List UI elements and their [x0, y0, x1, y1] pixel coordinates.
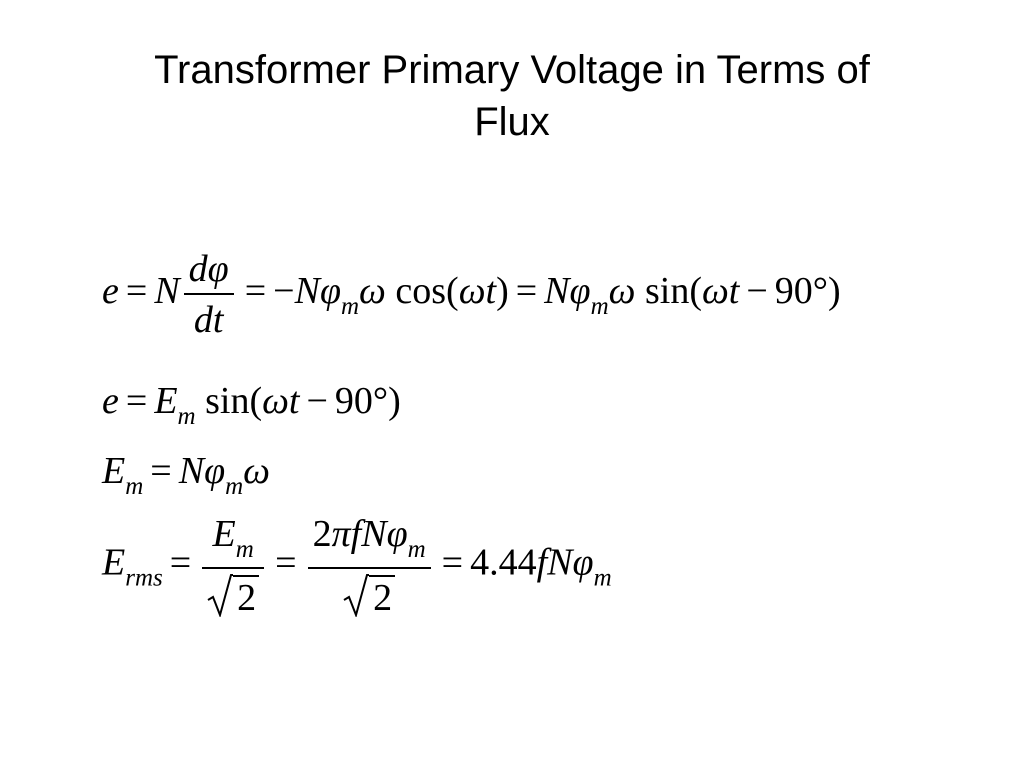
function-cos: cos( — [395, 270, 459, 313]
subscript-m: m — [407, 536, 426, 563]
title-line-1: Transformer Primary Voltage in Terms of — [154, 48, 870, 92]
symbol-N: N — [294, 270, 320, 313]
equation-emf-sine: e=Em sin(ωt−90°) — [102, 382, 401, 429]
symbol-phi: φ — [572, 541, 594, 584]
symbol-N: N — [178, 450, 205, 492]
symbol-N: N — [544, 270, 570, 313]
equals-sign: = — [244, 270, 267, 313]
close-paren: ) — [496, 270, 509, 313]
title-line-2: Flux — [474, 100, 550, 144]
subscript-m: m — [177, 403, 196, 430]
square-root: 2 — [207, 574, 260, 617]
symbol-E: E — [102, 541, 126, 584]
symbol-omega: ω — [359, 270, 386, 313]
fraction-denominator: 2 — [308, 569, 431, 617]
radical-sign-icon — [343, 574, 370, 617]
equals-sign: = — [125, 380, 148, 422]
symbol-phi: φ — [204, 450, 226, 492]
equation-peak-emf: Em=Nφmω — [102, 452, 270, 499]
symbol-E: E — [154, 380, 178, 422]
constant-2: 2 — [312, 513, 332, 555]
equals-sign: = — [275, 541, 297, 584]
symbol-omega: ω — [243, 450, 271, 492]
radicand: 2 — [233, 575, 260, 617]
symbol-phi: φ — [386, 513, 408, 555]
fraction-numerator: 2πfNφm — [307, 513, 431, 569]
symbol-e: e — [102, 270, 119, 313]
symbol-N: N — [361, 513, 387, 555]
subscript-m: m — [235, 536, 254, 563]
equals-sign: = — [125, 270, 148, 313]
symbol-phi: φ — [569, 270, 591, 313]
slide-title: Transformer Primary Voltage in Terms of … — [80, 44, 944, 148]
symbol-f: f — [350, 513, 362, 555]
minus-sign: − — [306, 380, 328, 422]
minus-sign: − — [273, 270, 295, 313]
radical-sign-icon — [207, 574, 234, 617]
symbol-omega-t: ωt — [458, 270, 497, 313]
square-root: 2 — [343, 574, 396, 617]
equals-sign: = — [515, 270, 538, 313]
fraction-numerator: Em — [202, 513, 265, 569]
function-sin: sin( — [644, 270, 702, 313]
phase-90-degrees: 90°) — [334, 380, 401, 422]
subscript-m: m — [225, 473, 244, 500]
fraction-denominator: dt — [193, 299, 224, 341]
equals-sign: = — [169, 541, 192, 584]
phase-90-degrees: 90°) — [774, 270, 841, 313]
symbol-omega-t: ωt — [262, 380, 300, 422]
symbol-e: e — [102, 380, 119, 422]
minus-sign: − — [746, 270, 768, 313]
symbol-omega-t: ωt — [701, 270, 740, 313]
fraction-denominator: 2 — [202, 569, 264, 617]
fraction-numerator: dφ — [183, 250, 234, 295]
symbol-f: f — [536, 541, 548, 584]
subscript-m: m — [125, 473, 144, 500]
subscript-m: m — [593, 564, 612, 592]
equals-sign: = — [150, 450, 172, 492]
symbol-N: N — [547, 541, 573, 584]
fraction-Em-over-root2: Em 2 — [202, 513, 265, 617]
symbol-E: E — [102, 450, 126, 492]
symbol-pi: π — [331, 513, 351, 555]
symbol-N: N — [154, 270, 180, 313]
symbol-E: E — [212, 513, 236, 555]
radicand: 2 — [369, 575, 396, 617]
equals-sign: = — [441, 541, 464, 584]
symbol-phi: φ — [319, 270, 341, 313]
subscript-rms: rms — [125, 564, 163, 592]
coefficient-4-44: 4.44 — [470, 541, 537, 584]
function-sin: sin( — [205, 380, 263, 422]
symbol-omega: ω — [608, 270, 636, 313]
subscript-m: m — [590, 293, 609, 321]
subscript-m: m — [340, 293, 360, 321]
